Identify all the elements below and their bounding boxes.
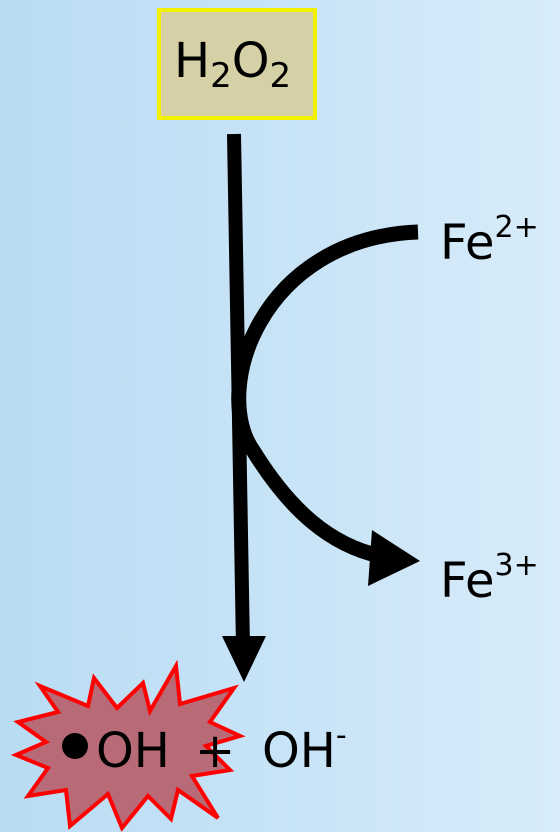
iron-curve-arrow-head-icon (368, 530, 420, 586)
products-label: OH (96, 727, 170, 775)
formula-o: O (231, 33, 270, 89)
iron-2-charge: 2+ (494, 210, 539, 245)
iron-3-symbol: Fe (440, 553, 495, 609)
iron-2-label: Fe2+ (440, 213, 539, 268)
hydrogen-peroxide-label: H2O2 (174, 37, 291, 93)
reactant-box (157, 8, 317, 120)
iron-2-symbol: Fe (440, 215, 495, 271)
starburst-icon (10, 659, 246, 832)
formula-sub-1: 2 (210, 56, 232, 96)
hydroxide-label: OH- (262, 721, 347, 776)
hydroxide-text: OH (262, 723, 336, 779)
plus-text: + (195, 723, 236, 779)
formula-h: H (174, 33, 211, 89)
iron-3-label: Fe3+ (440, 551, 539, 606)
formula-sub-2: 2 (269, 56, 292, 96)
plus-sign: + (195, 727, 235, 775)
iron-3-charge: 3+ (494, 548, 539, 583)
hydroxide-charge: - (335, 718, 347, 753)
iron-curve-arrow (231, 224, 419, 564)
radical-dot-icon (62, 733, 88, 759)
hydroxyl-radical-label: OH (96, 723, 170, 779)
main-arrow-head-icon (222, 636, 266, 682)
